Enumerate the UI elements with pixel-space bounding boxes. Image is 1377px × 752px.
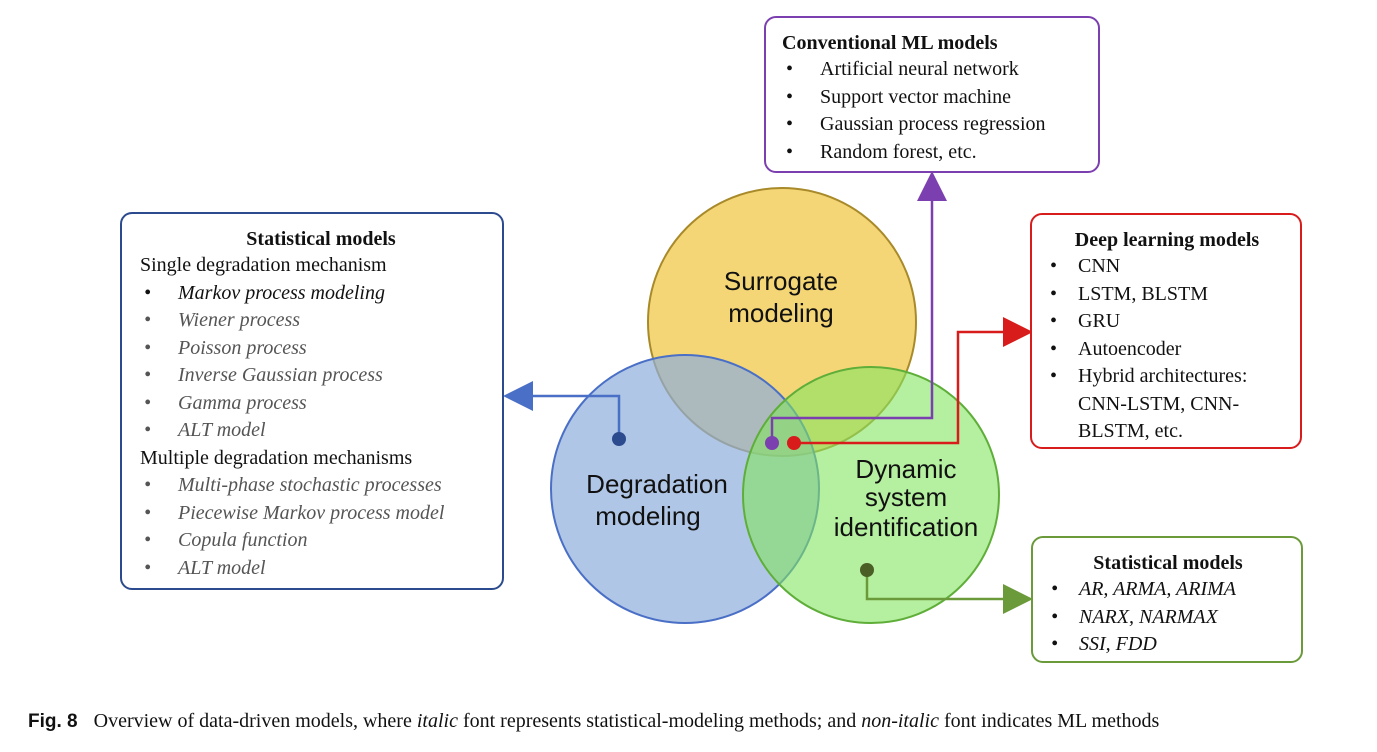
deep-learning-box: Deep learning models CNN LSTM, BLSTM GRU… <box>1030 213 1302 449</box>
figure-label: Fig. 8 <box>28 711 78 732</box>
caption-italic-word: non-italic <box>861 710 939 732</box>
list-item: CNN <box>1046 253 1288 281</box>
single-mechanism-heading: Single degradation mechanism <box>140 254 387 276</box>
purple-connector <box>770 171 947 443</box>
list-item: NARX, NARMAX <box>1047 604 1289 632</box>
list-item: Poisson process <box>140 335 502 363</box>
list-item: LSTM, BLSTM <box>1046 281 1288 309</box>
conventional-ml-box: Conventional ML models Artificial neural… <box>764 16 1100 173</box>
list-item: Gamma process <box>140 390 502 418</box>
conventional-ml-title: Conventional ML models <box>782 32 998 54</box>
deep-learning-list: CNN LSTM, BLSTM GRU Autoencoder Hybrid a… <box>1046 253 1288 446</box>
list-item: Gaussian process regression <box>782 111 1084 139</box>
list-item: Multi-phase stochastic processes <box>140 472 502 500</box>
list-item: AR, ARMA, ARIMA <box>1047 576 1289 604</box>
list-item: Copula function <box>140 527 502 555</box>
dynamic-system-identification-circle <box>742 366 1000 624</box>
deep-learning-title: Deep learning models <box>1074 229 1260 251</box>
caption-text: Overview of data-driven models, where <box>93 710 417 732</box>
statistical-right-list: AR, ARMA, ARIMA NARX, NARMAX SSI, FDD <box>1047 576 1289 659</box>
red-connector-dot <box>787 436 801 450</box>
multiple-mechanism-list: Multi-phase stochastic processes Piecewi… <box>140 472 502 582</box>
list-item: Support vector machine <box>782 84 1084 112</box>
list-item: ALT model <box>140 417 502 445</box>
blue-connector <box>503 381 621 439</box>
list-item: GRU <box>1046 308 1288 336</box>
figure-caption: Fig. 8 Overview of data-driven models, wh… <box>28 708 1368 735</box>
caption-italic-word: italic <box>416 710 458 732</box>
list-item: Hybrid architectures: CNN-LSTM, CNN-BLST… <box>1046 363 1288 446</box>
multiple-mechanism-heading: Multiple degradation mechanisms <box>140 446 413 469</box>
list-item: ALT model <box>140 555 502 583</box>
list-item: SSI, FDD <box>1047 631 1289 659</box>
list-item: Autoencoder <box>1046 336 1288 364</box>
caption-text: font represents statistical-modeling met… <box>457 710 862 732</box>
list-item: Inverse Gaussian process <box>140 362 502 390</box>
list-item: Wiener process <box>140 307 502 335</box>
list-item: Piecewise Markov process model <box>140 500 502 528</box>
conventional-ml-list: Artificial neural network Support vector… <box>782 56 1084 166</box>
purple-connector-dot <box>765 436 779 450</box>
list-item: Markov process modeling <box>140 280 502 308</box>
blue-connector-dot <box>612 432 626 446</box>
list-item: Artificial neural network <box>782 56 1084 84</box>
caption-text: font indicates ML methods <box>938 710 1160 732</box>
red-connector <box>794 317 1033 445</box>
statistical-models-left-box: Statistical models Single degradation me… <box>120 212 504 590</box>
single-mechanism-list: Markov process modeling Wiener process P… <box>140 280 502 445</box>
list-item: Random forest, etc. <box>782 139 1084 167</box>
green-connector <box>865 570 1033 614</box>
statistical-right-title: Statistical models <box>1093 552 1243 574</box>
statistical-left-title: Statistical models <box>246 228 396 250</box>
green-connector-dot <box>860 563 874 577</box>
statistical-models-right-box: Statistical models AR, ARMA, ARIMA NARX,… <box>1031 536 1303 663</box>
